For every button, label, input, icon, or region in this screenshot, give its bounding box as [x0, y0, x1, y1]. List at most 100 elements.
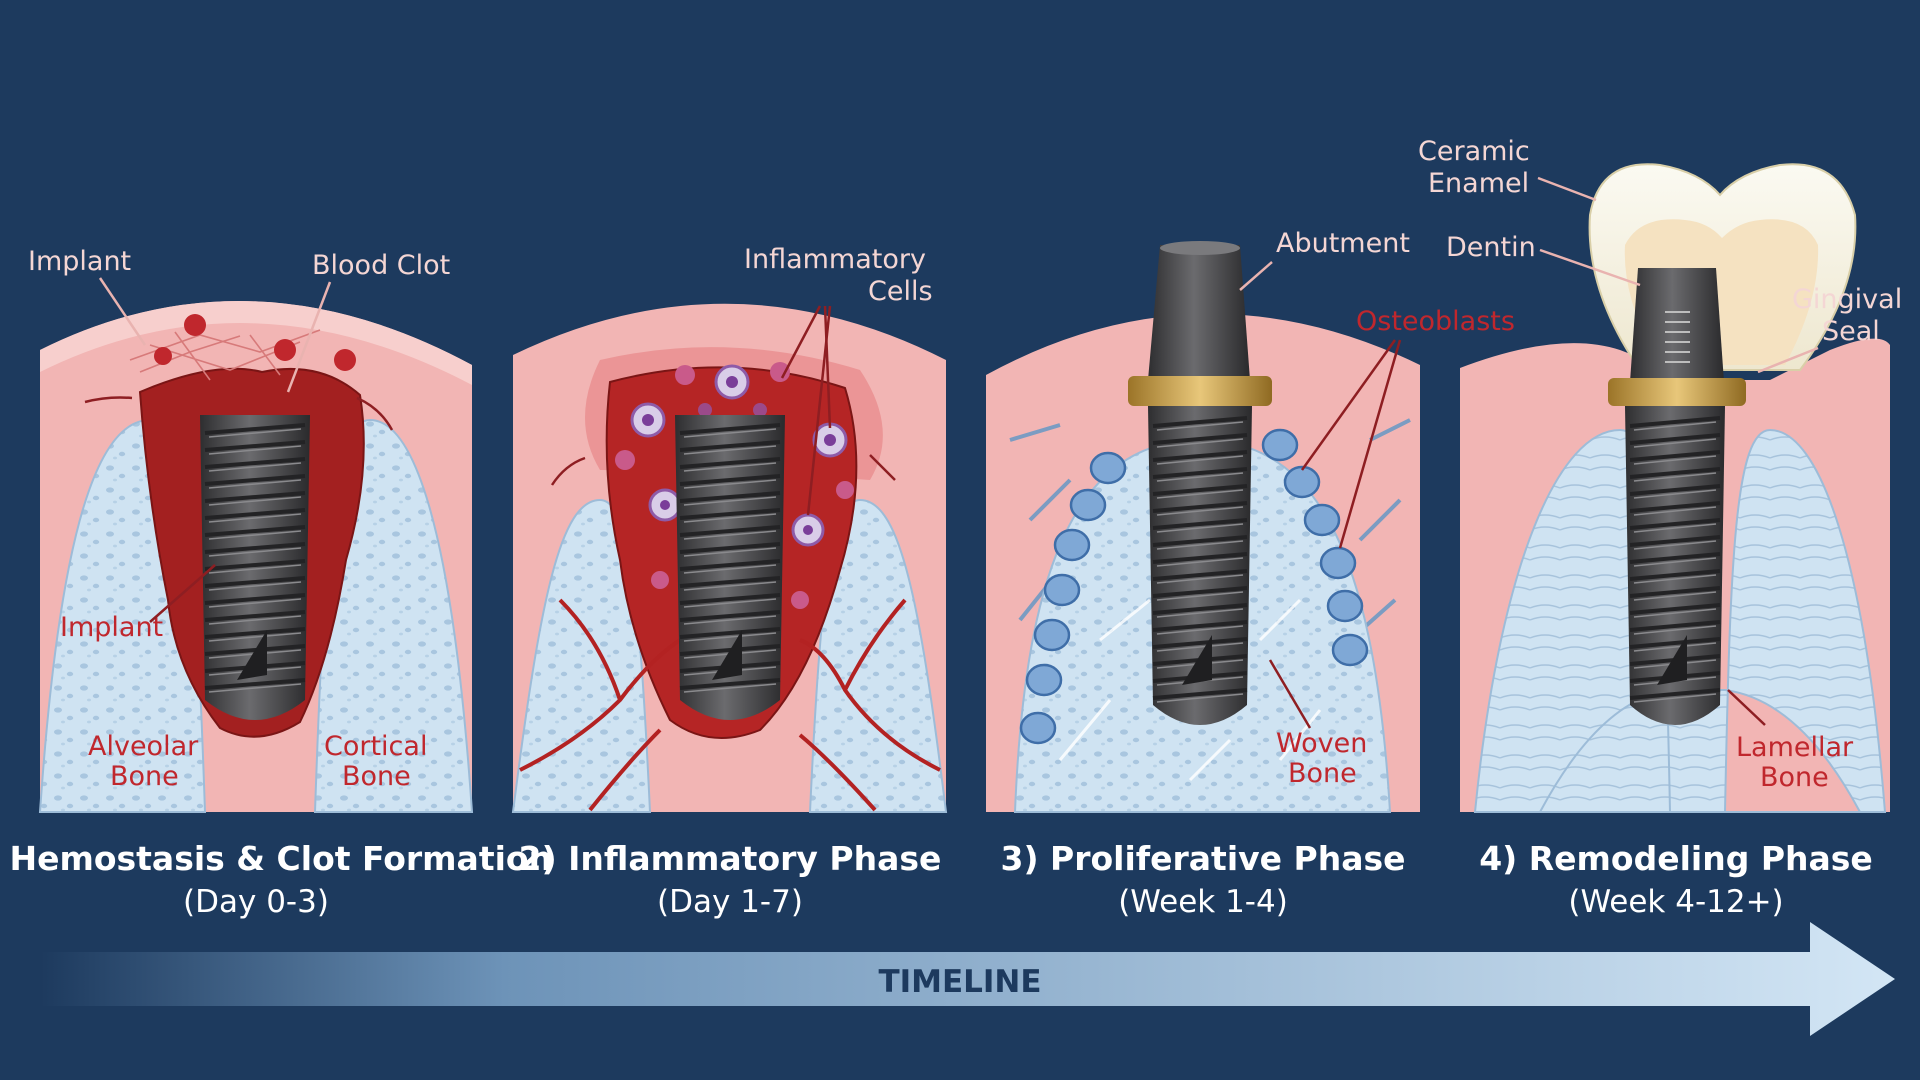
red-blood-cell: [154, 347, 172, 365]
implant-thread: [679, 627, 781, 639]
implant-thread-highlight: [208, 632, 302, 642]
implant-thread-highlight: [683, 598, 777, 608]
implant-thread: [1629, 586, 1721, 598]
implant-thread: [204, 525, 306, 537]
implant-thread-highlight: [683, 564, 777, 574]
implant-thread-highlight: [683, 513, 777, 523]
label-blood-clot: Blood Clot: [312, 250, 450, 281]
panel-2-period: (Day 1-7): [657, 884, 803, 920]
panel-proliferative: [986, 241, 1420, 813]
inflammatory-cells: [615, 362, 854, 609]
implant-thread: [1629, 688, 1721, 700]
fibrin-network: [129, 329, 321, 381]
implant-thread-highlight: [683, 547, 777, 557]
label-woven-bone-1: Woven: [1276, 728, 1367, 759]
implant-thread-highlight: [208, 530, 302, 540]
implant-thread: [204, 491, 306, 503]
leader-line: [1757, 346, 1819, 374]
implant-thread: [1152, 569, 1248, 581]
label-ceramic-enamel-2: Enamel: [1428, 168, 1529, 199]
implant-thread-highlight: [1633, 625, 1717, 635]
leader-line: [98, 277, 147, 346]
implant-thread-highlight: [683, 496, 777, 506]
implant-thread: [1152, 484, 1248, 496]
implant-thread: [204, 593, 306, 605]
label-cortical-bone-2: Bone: [342, 761, 411, 792]
leader-line: [1268, 659, 1312, 729]
implant-thread: [204, 678, 306, 690]
panel-3-title: 3) Proliferative Phase: [1000, 839, 1405, 878]
abutment: [1608, 268, 1746, 406]
implant-thread-highlight: [1633, 472, 1717, 482]
implant-thread-highlight: [208, 564, 302, 574]
implant-thread-highlight: [1633, 574, 1717, 584]
implant-thread-highlight: [1633, 438, 1717, 448]
implant-thread-highlight: [683, 462, 777, 472]
implant-thread: [1629, 433, 1721, 445]
red-blood-cell: [334, 349, 356, 371]
implant-thread: [679, 474, 781, 486]
implant-thread-highlight: [1156, 438, 1244, 448]
implant-thread: [679, 491, 781, 503]
label-implant-top: Implant: [28, 246, 131, 277]
implant-thread-highlight: [1633, 523, 1717, 533]
implant-thread: [1629, 450, 1721, 462]
implant-thread: [1152, 688, 1248, 700]
implant-thread: [679, 593, 781, 605]
implant-thread-highlight: [208, 581, 302, 591]
implant-thread-highlight: [683, 428, 777, 438]
arrow-icon: [869, 454, 896, 481]
implant-thread-highlight: [1156, 489, 1244, 499]
leader-line: [1239, 261, 1273, 291]
implant-thread-highlight: [1156, 421, 1244, 431]
implant-thread: [1152, 552, 1248, 564]
implant-thread-highlight: [208, 462, 302, 472]
implant-thread-highlight: [683, 632, 777, 642]
implant-thread-highlight: [1156, 625, 1244, 635]
implant-thread: [679, 678, 781, 690]
implant-thread-highlight: [208, 615, 302, 625]
implant-thread: [679, 525, 781, 537]
blood-vessels: [519, 598, 941, 812]
panel-2-title: 2) Inflammatory Phase: [519, 839, 942, 878]
implant-thread-highlight: [1156, 540, 1244, 550]
implant-thread-highlight: [1156, 693, 1244, 703]
label-alveolar-bone-2: Bone: [110, 761, 179, 792]
implant-thread-highlight: [208, 496, 302, 506]
implant-thread-highlight: [208, 479, 302, 489]
implant-thread-highlight: [1633, 455, 1717, 465]
implant-thread-highlight: [208, 513, 302, 523]
leader-line: [149, 564, 216, 623]
implant-thread-highlight: [1633, 557, 1717, 567]
implant-thread-highlight: [683, 615, 777, 625]
leader-line: [286, 281, 332, 393]
red-blood-cell: [274, 339, 296, 361]
implant-thread-highlight: [1156, 574, 1244, 584]
implant-thread: [1152, 433, 1248, 445]
implant-thread-highlight: [683, 445, 777, 455]
implant-thread: [1152, 586, 1248, 598]
implant-thread: [1152, 637, 1248, 649]
leader-line: [1338, 339, 1402, 549]
panel-hemostasis: [38, 301, 474, 813]
implant-thread-highlight: [1156, 472, 1244, 482]
arrow-icon: [550, 456, 586, 486]
arrow-icon: [84, 396, 133, 404]
implant-thread: [1629, 603, 1721, 615]
implant-thread: [679, 610, 781, 622]
panel-1-title: 1) Hemostasis & Clot Formation: [0, 839, 552, 878]
red-blood-cell: [184, 314, 206, 336]
implant-thread-highlight: [1156, 591, 1244, 601]
implant-thread-highlight: [208, 428, 302, 438]
label-dentin: Dentin: [1446, 232, 1536, 263]
implant-thread: [679, 423, 781, 435]
implant-thread-highlight: [683, 479, 777, 489]
label-lamellar-bone-1: Lamellar: [1736, 732, 1854, 763]
leader-line: [1539, 248, 1641, 287]
implant-thread-highlight: [1156, 557, 1244, 567]
leader-line: [1727, 689, 1766, 726]
implant-thread-highlight: [1156, 455, 1244, 465]
timeline-label: TIMELINE: [878, 964, 1041, 1000]
label-implant-mid: Implant: [60, 612, 163, 643]
